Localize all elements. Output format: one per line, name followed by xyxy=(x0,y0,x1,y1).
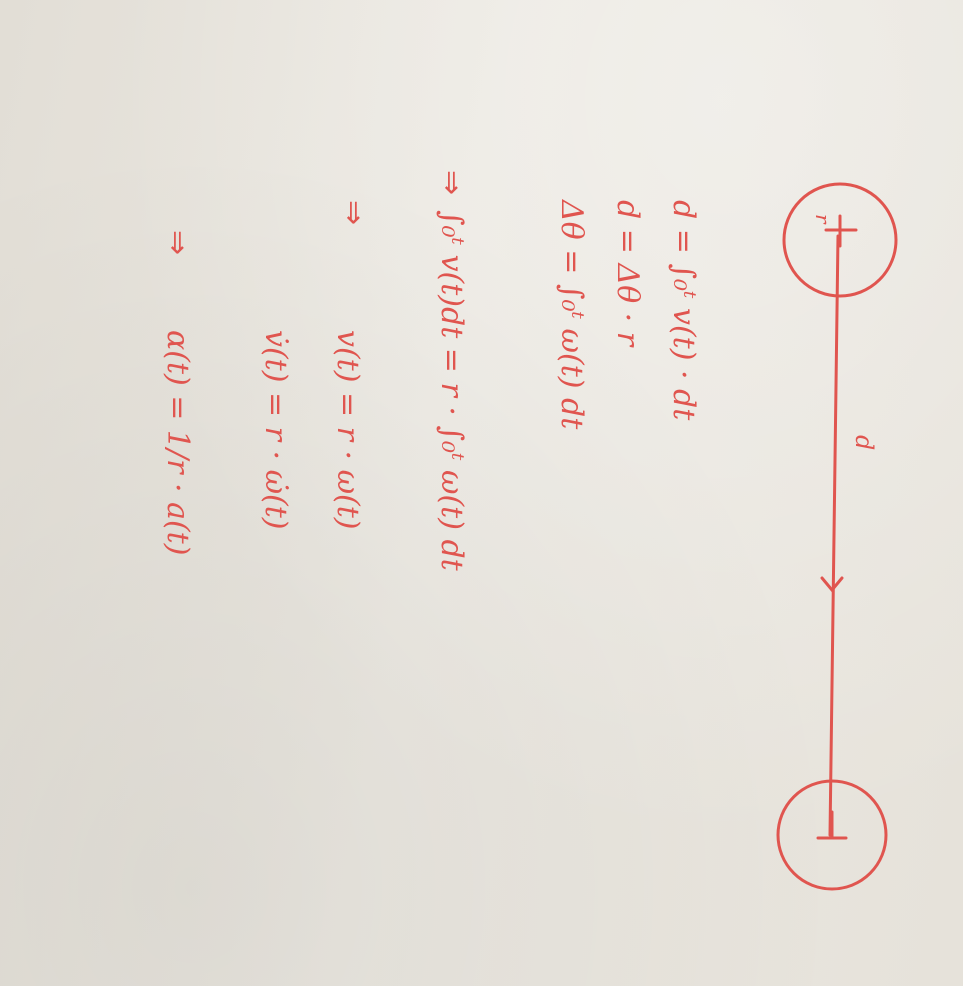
implies-arrow-3: ⇒ xyxy=(160,230,195,256)
wheel-top-circle xyxy=(782,182,898,298)
implies-arrow-2: ⇒ xyxy=(336,200,371,226)
equation-velocity: v(t) = r · ω(t) xyxy=(330,330,365,530)
distance-label: d xyxy=(850,435,878,450)
implies-arrow-1: ⇒ xyxy=(434,170,469,196)
handwritten-equations: d = ∫₀ᵗ v(t) · dt d = Δθ · r Δθ = ∫₀ᵗ ω(… xyxy=(70,170,701,640)
radius-label: r xyxy=(811,214,835,225)
distance-arrowhead xyxy=(820,576,844,593)
distance-line xyxy=(828,234,840,837)
equation-combined-integrals: ∫₀ᵗ v(t)dt = r · ∫₀ᵗ ω(t) dt xyxy=(434,210,469,571)
equation-angle-integral: Δθ = ∫₀ᵗ ω(t) dt xyxy=(554,200,589,430)
equation-angular-acceleration: α(t) = 1/r · a(t) xyxy=(160,330,195,556)
equation-velocity-derivative: v̇(t) = r · ω̇(t) xyxy=(258,330,293,530)
equation-distance-integral: d = ∫₀ᵗ v(t) · dt xyxy=(666,200,701,421)
equation-distance-angle: d = Δθ · r xyxy=(610,200,645,347)
